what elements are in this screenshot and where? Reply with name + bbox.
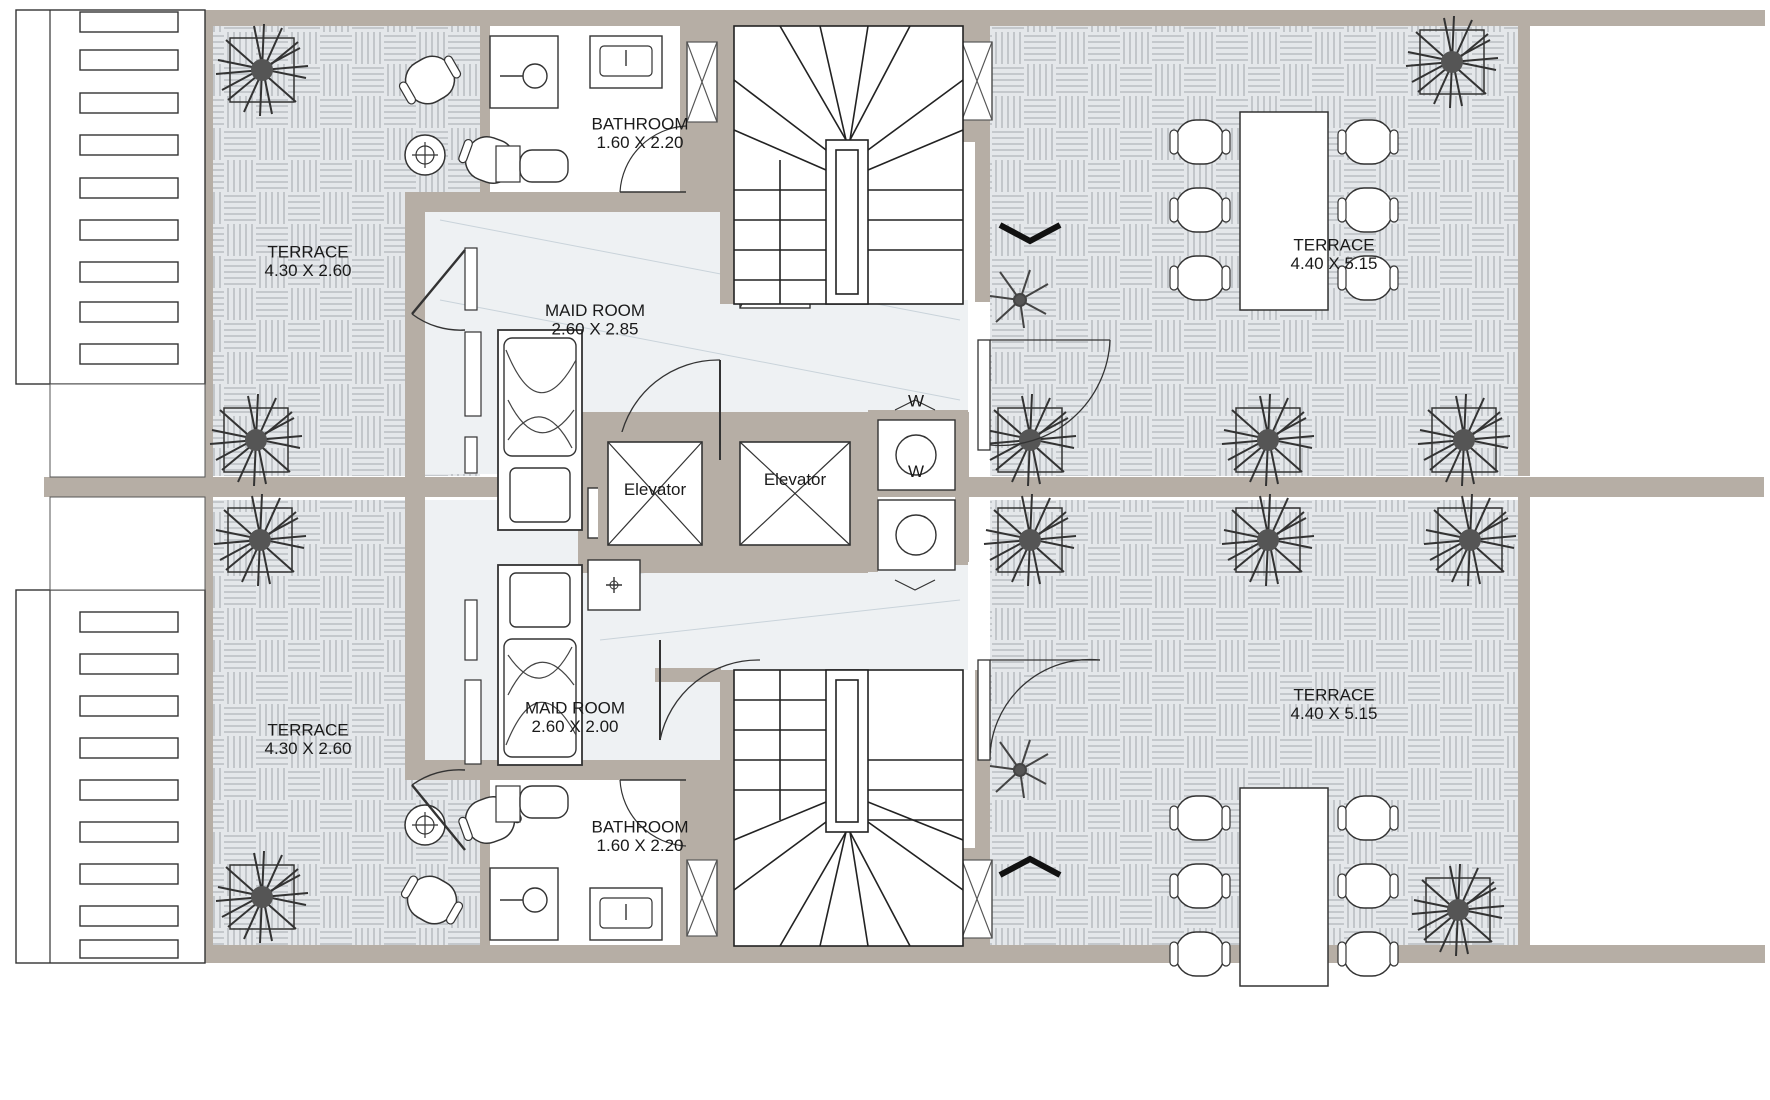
elevator-right: [730, 432, 860, 555]
corridor-s-floor: [580, 560, 968, 670]
washer-bottom: [877, 499, 956, 591]
corridor-n-floor: [721, 300, 968, 412]
terrace-nw-name: TERRACE: [267, 243, 348, 262]
washer-bottom-label: W: [908, 462, 924, 481]
terrace-door-nw: [411, 249, 466, 331]
maid-room-n-door: [619, 359, 721, 460]
washer-top-label: W: [908, 392, 924, 411]
nightstand-south: [587, 559, 641, 611]
room-labels: TERRACE 4.30 X 2.60 BATHROOM 1.60 X 2.20…: [265, 115, 1378, 855]
maid-room-s-door: [659, 640, 761, 741]
elevator-right-label: Elevator: [764, 470, 827, 489]
maid-room-n-name: MAID ROOM: [545, 301, 645, 320]
maid-room-n-size: 2.60 X 2.85: [552, 319, 639, 338]
terrace-ne-name: TERRACE: [1293, 236, 1374, 255]
bathroom-n-fixtures: [489, 35, 687, 193]
terrace-nw-size: 4.30 X 2.60: [265, 261, 352, 280]
bathroom-s-size: 1.60 X 2.20: [597, 836, 684, 855]
terrace-se-name: TERRACE: [1293, 685, 1374, 704]
maid-room-s-size: 2.60 X 2.00: [532, 717, 619, 736]
bathroom-s-name: BATHROOM: [592, 818, 689, 837]
terrace-sw-size: 4.30 X 2.60: [265, 739, 352, 758]
palm-icon-south: [989, 739, 1049, 799]
elevator-left: [598, 432, 712, 555]
terrace-se-size: 4.40 X 5.15: [1291, 704, 1378, 723]
terrace-sw-name: TERRACE: [267, 721, 348, 740]
radiator-s: [464, 599, 482, 765]
bed-north: [497, 329, 583, 531]
stair-south: [733, 669, 1062, 947]
washer-top: [877, 399, 956, 491]
dining-set-north: [1170, 112, 1398, 310]
terrace-ne-size: 4.40 X 5.15: [1291, 254, 1378, 273]
bathroom-s-fixtures: [489, 779, 687, 941]
elevator-left-label: Elevator: [624, 480, 687, 499]
bathroom-n-name: BATHROOM: [592, 115, 689, 134]
bed-south: [497, 564, 583, 766]
radiator-n: [464, 247, 482, 474]
left-exterior: [15, 9, 206, 964]
bathroom-n-size: 1.60 X 2.20: [597, 133, 684, 152]
palm-icon-north: [989, 269, 1049, 329]
terrace-se-door: [977, 658, 1101, 761]
dining-set-south: [1170, 788, 1398, 986]
maid-room-s-name: MAID ROOM: [525, 699, 625, 718]
terrace-door-sw: [411, 769, 466, 851]
terrace-ne-door: [977, 339, 1111, 451]
stair-north: [733, 25, 1062, 305]
